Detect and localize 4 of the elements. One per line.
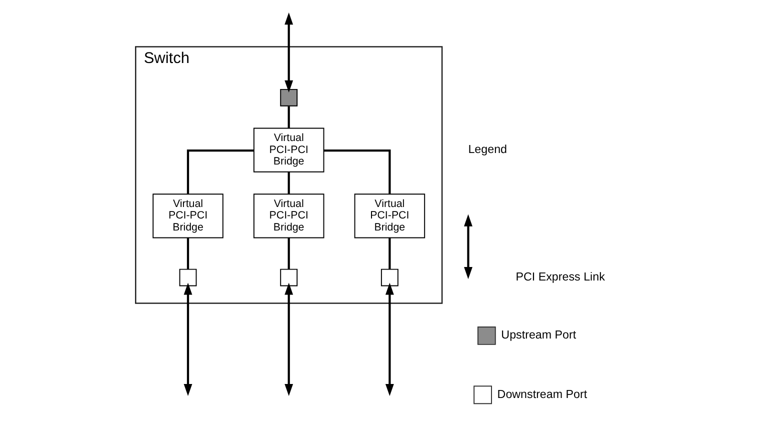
label: Legend xyxy=(468,143,507,156)
legend-label: Upstream Port xyxy=(500,328,576,342)
legend-label: PCI Express Link xyxy=(515,270,604,284)
legend-label: Downstream Port xyxy=(496,388,587,401)
